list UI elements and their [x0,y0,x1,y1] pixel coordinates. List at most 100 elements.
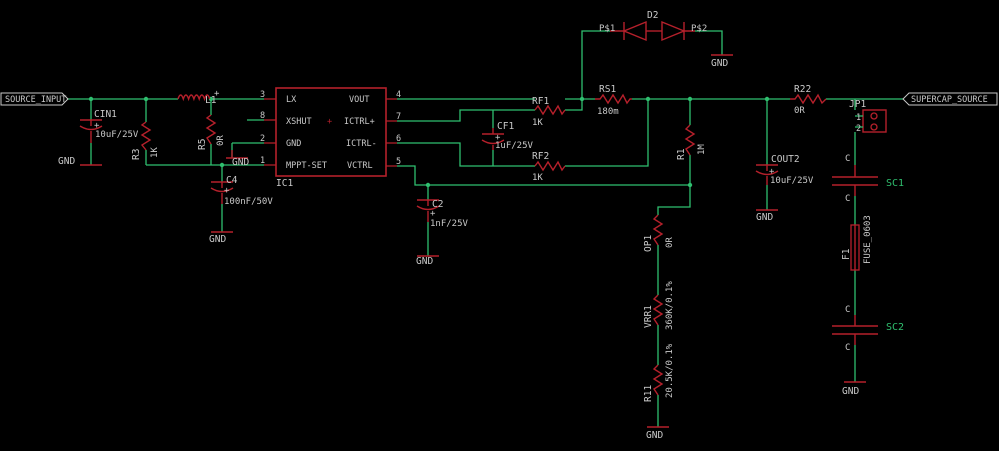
gnd-symbols: GND GND GND GND GND GND GND GND [58,54,866,441]
d2: D2 P$1 P$2 [599,10,707,42]
c2-value: 1nF/25V [430,219,469,229]
ic1-pin-3-num: 3 [260,90,265,100]
cout2: COUT2 10uF/25V + [755,154,814,186]
gnd-label-cin1: GND [58,156,75,167]
c2-name: C2 [432,199,443,210]
rs1-name: RS1 [599,84,616,95]
rf1-name: RF1 [532,96,549,107]
ic1-pin-6-num: 6 [396,134,401,144]
ic1-pin-1-num: 1 [260,156,265,166]
rf1: RF1 1K [532,96,566,128]
sc1-mark-top: C [845,154,850,164]
r1-name: R1 [676,148,687,160]
ic1-pin-7-num: 7 [396,112,401,122]
ic1-pin-4-num: 4 [396,90,401,100]
c4-name: C4 [226,175,238,186]
op1-name: OP1 [643,235,654,252]
l1-plus: + [214,89,220,99]
gnd-label-xshut: GND [232,157,249,168]
sc1-name: SC1 [886,178,904,189]
ic1-name: IC1 [276,178,293,189]
rs1: RS1 180m [595,84,632,117]
ic1-pin-ictrl-minus: ICTRL- [346,139,377,149]
cf1: CF1 1uF/25V + [481,121,534,151]
r11-value: 20.5K/0.1% [665,343,675,398]
rs1-value: 180m [597,107,619,117]
cout2-value: 10uF/25V [770,176,814,186]
gnd-symbol-r11: GND [646,426,669,441]
f1-value: FUSE_0603 [863,215,873,264]
source-input-text: SOURCE_INPUT [5,95,66,105]
rf2-name: RF2 [532,151,549,162]
gnd-symbol-cin1: GND [58,156,102,167]
jp1-name: JP1 [849,99,866,110]
cin1-plus: + [94,121,100,131]
cf1-name: CF1 [497,121,514,132]
ic1-pin-lx: LX [286,95,297,105]
l1: L1 + [177,89,220,106]
ic1-pin-vctrl: VCTRL [347,161,373,171]
jp1-pin-2: 2 [856,124,861,134]
sc2: SC2 C C [832,305,904,353]
net-label-supercap-source: SUPERCAP_SOURCE [902,92,998,106]
cout2-plus: + [769,167,775,177]
gnd-symbol-c2: GND [416,255,439,267]
ic1-pin-ictrl-plus: ICTRL+ [344,117,375,127]
supercap-source-text: SUPERCAP_SOURCE [911,95,988,105]
op1: OP1 0R [643,214,675,252]
gnd-label-r11: GND [646,430,663,441]
sc2-mark-bottom: C [845,343,850,353]
r5: R5 0R [197,114,226,150]
gnd-symbol-xshut: GND [226,150,249,168]
ic1-pin-5-num: 5 [396,157,401,167]
gnd-label-cout2: GND [756,212,773,223]
gnd-symbol-cout2: GND [756,209,778,223]
cf1-value: 1uF/25V [495,141,534,151]
sc1: SC1 C C [832,154,904,204]
gnd-label-d2: GND [711,58,728,69]
r3: R3 1K [131,121,160,160]
r22: R22 0R [790,84,827,116]
cin1-name: CIN1 [94,109,117,120]
ic1: 3 8 2 1 LX XSHUT GND MPPT-SET 4 7 6 5 VO… [260,87,401,189]
ic1-pin-2-num: 2 [260,134,265,144]
c2-plus: + [430,209,436,219]
cin1: CIN1 10uF/25V + [79,109,139,143]
r1: R1 1M [676,124,707,160]
f1-name: F1 [841,248,852,260]
ic1-pin-8-num: 8 [260,111,265,121]
net-label-source-input: SOURCE_INPUT [0,92,69,106]
jp1: JP1 1 2 [849,99,887,134]
vrr1-name: VRR1 [643,305,654,328]
ic1-origin-mark: + [327,117,332,127]
cf1-plus: + [495,133,501,143]
rf1-value: 1K [532,118,543,128]
r22-name: R22 [794,84,811,95]
r11: R11 20.5K/0.1% [643,343,675,402]
gnd-label-c4: GND [209,234,226,245]
sc2-name: SC2 [886,322,904,333]
gnd-label-sc2: GND [842,386,859,397]
sc1-mark-bottom: C [845,194,850,204]
r5-name: R5 [197,139,208,150]
r11-name: R11 [643,385,654,402]
r3-name: R3 [131,149,142,160]
r22-value: 0R [794,106,805,116]
jp1-pin-1: 1 [856,113,861,123]
op1-value: 0R [665,237,675,248]
d2-pin-b: P$2 [691,24,707,34]
c4-plus: + [224,186,230,196]
gnd-label-c2: GND [416,256,433,267]
ic1-pin-gnd: GND [286,139,301,149]
c2: C2 1nF/25V + [416,199,469,229]
c4: C4 100nF/50V + [210,175,273,207]
c4-value: 100nF/50V [224,197,273,207]
sc2-mark-top: C [845,305,850,315]
d2-pin-a: P$1 [599,24,615,34]
ic1-pin-xshut: XSHUT [286,117,312,127]
l1-name: L1 [205,95,217,106]
r1-value: 1M [697,144,707,155]
cout2-name: COUT2 [771,154,800,165]
gnd-symbol-c4: GND [209,231,233,245]
